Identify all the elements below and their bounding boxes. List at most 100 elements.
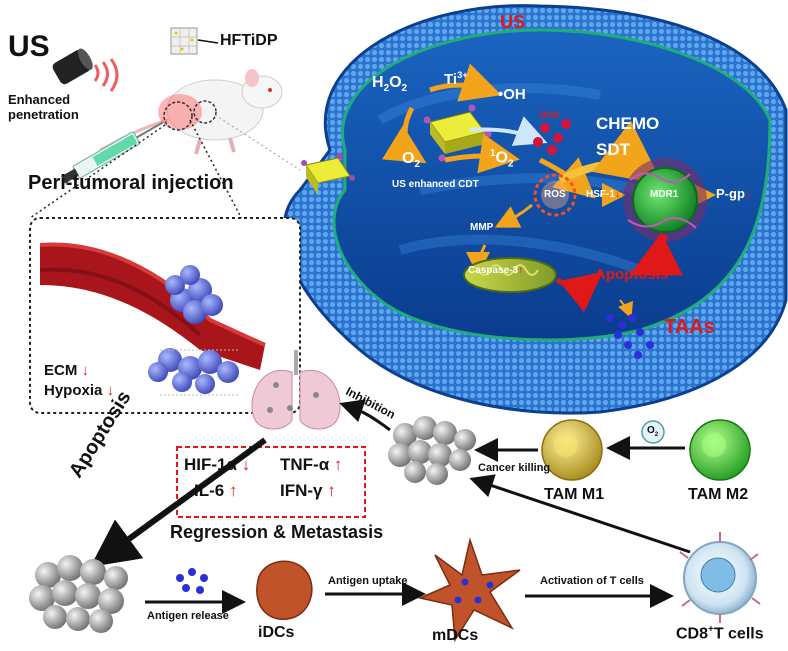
- taa-antigens: [606, 314, 654, 359]
- tnf-label: TNF-α ↑: [280, 455, 342, 475]
- cd8-suffix: T cells: [713, 625, 764, 643]
- o2-sub: 2: [414, 159, 420, 171]
- dox-release-arrow: [469, 116, 548, 146]
- mdc-cell: [417, 537, 521, 643]
- zoom-line-left: [29, 124, 166, 219]
- singlet-text: O: [495, 149, 508, 167]
- hif-label: HIF-1α ↓: [184, 455, 250, 475]
- cd8-t-cell: [679, 532, 761, 623]
- zoom-line-cell: [214, 114, 301, 171]
- hftidp-leader-line: [197, 39, 219, 44]
- antigen-release-label: Antigen release: [147, 610, 229, 622]
- nucleus: [623, 158, 707, 242]
- o2-bubble-sub: 2: [654, 431, 659, 438]
- ecm-down-arrow: ↓: [81, 362, 90, 379]
- h2o2-label: H2O2: [372, 74, 407, 94]
- h2o2-sub2: 2: [401, 83, 408, 95]
- mmp-down-arrow: ↓: [493, 222, 499, 233]
- tnf-text: TNF-α: [280, 455, 330, 474]
- h2o2-h: H: [372, 74, 384, 91]
- lungs: [251, 350, 341, 430]
- caspase-up-arrow: ↑: [518, 265, 524, 276]
- dox-molecules: [533, 119, 571, 155]
- hsf-text: HSF-1: [586, 189, 615, 200]
- o2-bubble-text: O: [647, 425, 655, 436]
- o2-text: O: [402, 150, 415, 167]
- pgp-label: P-gp↓: [716, 186, 751, 201]
- apoptosis-cell-label: Apoptosis: [595, 266, 669, 283]
- hypoxia-down-arrow: ↓: [106, 382, 115, 399]
- sdt-label: SDT: [596, 140, 630, 159]
- chemo-label: CHEMO: [596, 114, 660, 133]
- dox-label: DOX: [540, 110, 560, 120]
- us-cdt-label: US enhanced CDT: [392, 179, 479, 190]
- syringe: [61, 121, 164, 184]
- hydroxyl-label: •OH: [498, 86, 526, 103]
- ecm-text: ECM: [44, 362, 78, 379]
- cancer-killing-label: Cancer killing: [478, 462, 551, 474]
- hsf-down-arrow: ↓: [614, 189, 620, 200]
- ifn-arrow: ↑: [327, 481, 336, 500]
- hftidp-label: HFTiDP: [220, 32, 278, 49]
- us-label-left: US: [8, 30, 50, 63]
- membrane-particle: [301, 153, 355, 195]
- cd8-prefix: CD8: [676, 625, 709, 643]
- enhanced-penetration-label: Enhanced penetration: [8, 92, 79, 122]
- o2-bubble-label: O2: [647, 425, 658, 438]
- cytokine-box: [176, 446, 366, 518]
- o2-label: O2: [402, 150, 420, 170]
- tam-m2-cell: [689, 419, 751, 481]
- il6-arrow: ↑: [228, 481, 238, 500]
- ultrasound-transducer: [52, 48, 119, 92]
- mmp-label: MMP↓: [470, 222, 498, 233]
- t-cell-killing-arrow: [469, 474, 691, 554]
- hftidp-patch: [170, 27, 198, 55]
- hsf-label: HSF-1↓: [586, 189, 620, 200]
- apoptosis-arrow: [90, 437, 267, 568]
- activation-label: Activation of T cells: [540, 575, 644, 587]
- singlet-sub: 2: [507, 158, 514, 170]
- mdr-label: MDR1: [650, 189, 679, 200]
- tam-m2-label: TAM M2: [688, 486, 749, 503]
- ecm-label: ECM ↓: [44, 362, 89, 379]
- apoptosis-path-arrow: [629, 232, 683, 276]
- mmp-text: MMP: [470, 222, 494, 233]
- h2o2-o: O: [389, 74, 402, 91]
- mitochondrion: [463, 257, 557, 293]
- idcs-label: iDCs: [258, 624, 295, 641]
- pgp-text: P-gp: [716, 186, 745, 201]
- antigen-uptake-label: Antigen uptake: [328, 575, 408, 587]
- mdcs-label: mDCs: [432, 627, 479, 644]
- ifn-label: IFN-γ ↑: [280, 481, 336, 501]
- taas-label: TAAs: [664, 316, 715, 338]
- hif-arrow: ↓: [241, 455, 251, 474]
- idc-cell: [256, 560, 313, 620]
- caspase-text: Caspase-3: [468, 265, 519, 276]
- tam-m1-label: TAM M1: [544, 486, 605, 503]
- o2-bubble: [641, 420, 665, 444]
- caspase-label: Caspase-3↑: [468, 265, 523, 276]
- il6-label: IL-6 ↑: [194, 481, 237, 501]
- ifn-text: IFN-γ: [280, 481, 323, 500]
- singlet-sup: 1: [490, 148, 496, 159]
- cd8-sup: +: [708, 624, 714, 635]
- hypoxia-label: Hypoxia ↓: [44, 382, 114, 399]
- tumor-cluster-right: [388, 416, 476, 485]
- h2o2-sub1: 2: [383, 83, 390, 95]
- ti-label: Ti3+: [444, 70, 468, 88]
- tam-m1-cell: [541, 419, 603, 481]
- ros-burst: [533, 173, 577, 217]
- pgp-down-arrow: ↓: [744, 186, 752, 201]
- taa-release-arrow: [618, 299, 633, 319]
- tnf-arrow: ↑: [333, 455, 343, 474]
- hypoxia-text: Hypoxia: [44, 382, 103, 399]
- central-particle: [423, 104, 492, 162]
- regression-caption: Regression & Metastasis: [170, 522, 384, 542]
- ros-label: ROS: [544, 189, 566, 200]
- released-antigens: [176, 568, 208, 594]
- hif-text: HIF-1α: [184, 455, 237, 474]
- tumor-cluster-bottom: [29, 555, 128, 633]
- ti-text: Ti: [444, 71, 458, 88]
